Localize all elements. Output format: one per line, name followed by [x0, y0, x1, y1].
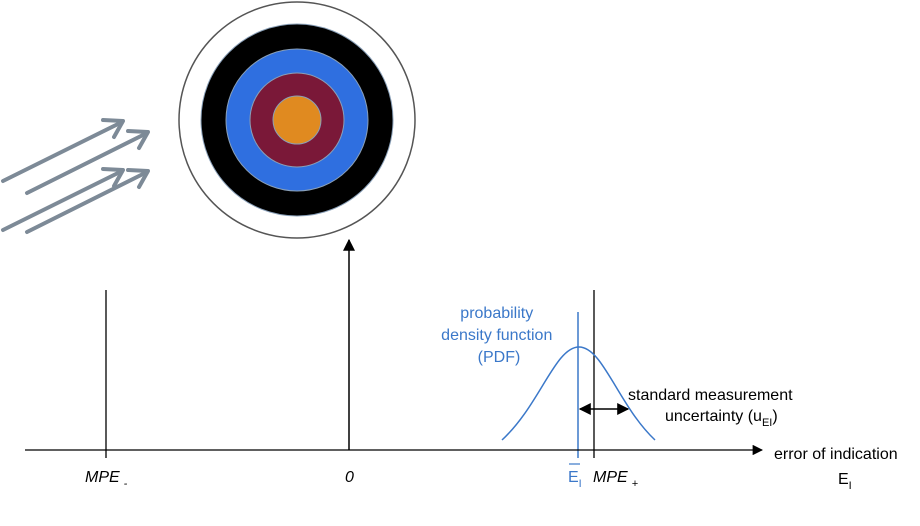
pdf-label-line-1: probability: [460, 305, 533, 322]
pdf-label-line-3: (PDF): [478, 349, 521, 366]
uncertainty-label-line-1: standard measurement: [628, 387, 793, 404]
mpe-minus-label: MPE-: [85, 469, 128, 490]
incoming-arrows: [1, 118, 150, 234]
zero-label: 0: [345, 469, 354, 486]
mpe-plus-label: MPE+: [593, 469, 639, 490]
target-bullseye: [272, 95, 322, 145]
target: [178, 1, 416, 239]
axis-title: error of indication: [774, 446, 898, 463]
pdf-label: probability density function (PDF): [441, 305, 557, 366]
mean-error-label: EI: [568, 469, 582, 490]
arrow-2: [25, 129, 150, 195]
arrow-4: [25, 168, 150, 234]
uncertainty-label-line-2: uncertainty (uEI): [665, 408, 778, 429]
axis-symbol: EI: [838, 471, 852, 492]
arrow-3: [1, 167, 125, 232]
pdf-label-line-2: density function: [441, 327, 552, 344]
arrow-1: [1, 118, 125, 183]
